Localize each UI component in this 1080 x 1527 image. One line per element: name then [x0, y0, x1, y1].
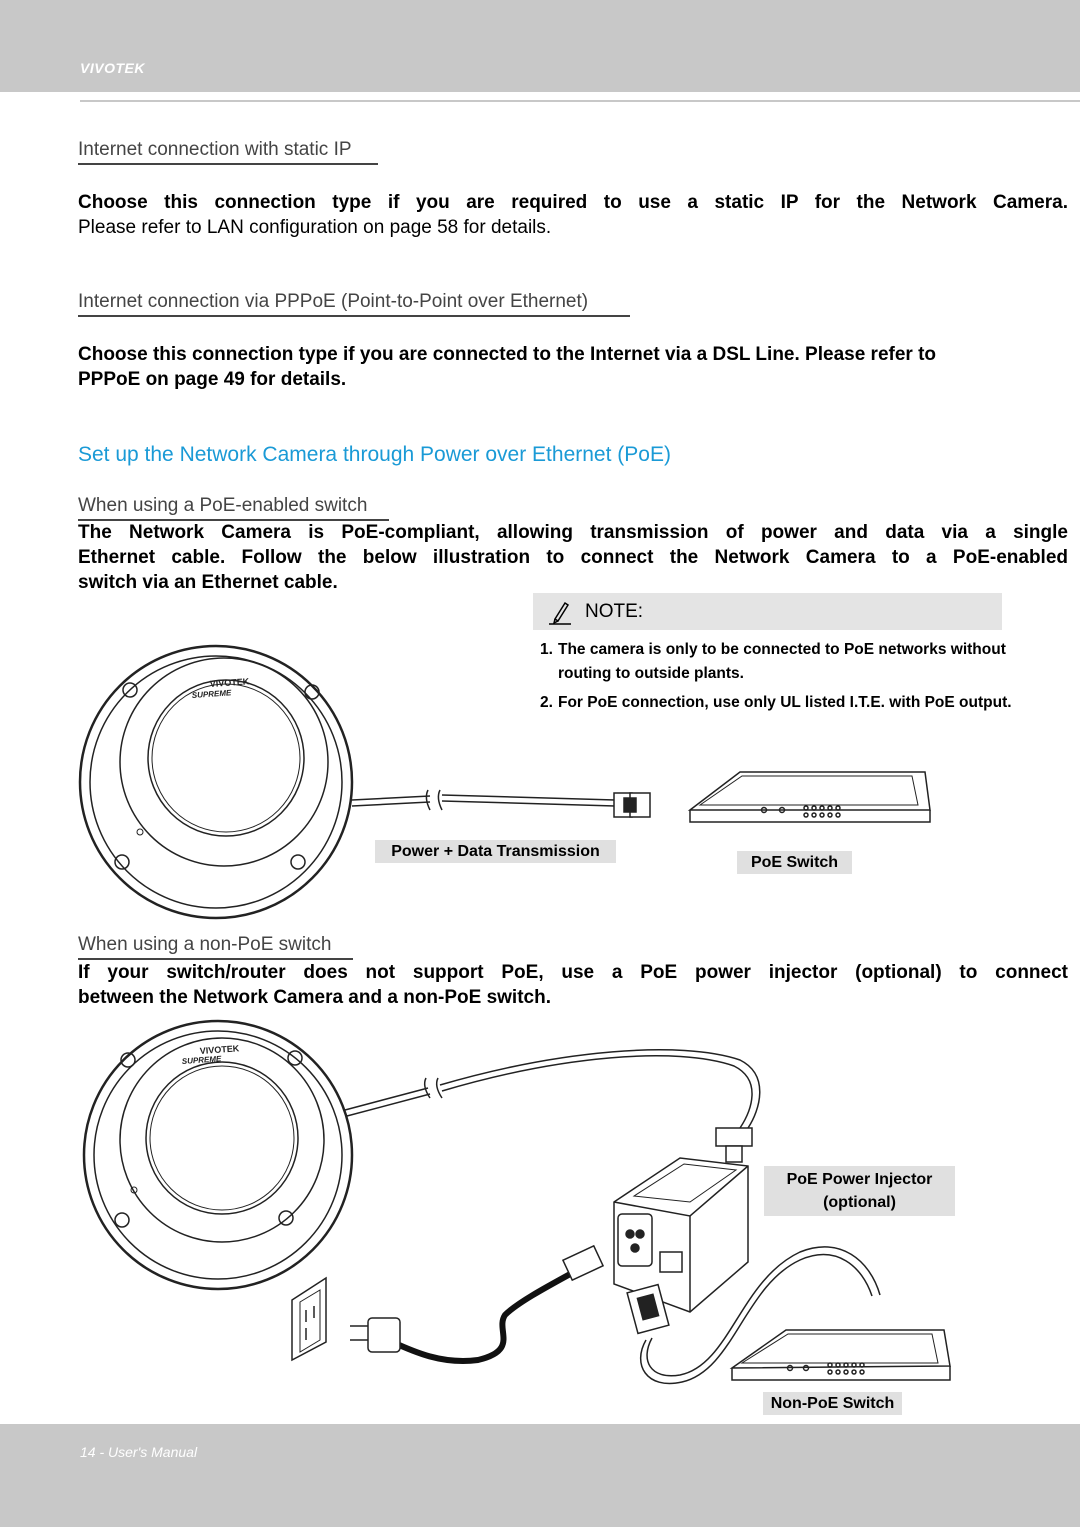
non-poe-switch-device	[729, 1329, 951, 1381]
note-item: 2. For PoE connection, use only UL liste…	[540, 694, 1012, 711]
static-ip-body: Choose this connection type if you are r…	[78, 192, 1068, 238]
non-poe-heading: When using a non-PoE switch	[78, 934, 353, 960]
header-divider	[80, 100, 1080, 102]
rj45-connector	[626, 1283, 670, 1335]
poe-injector-device	[613, 1157, 749, 1313]
power-cord	[386, 1259, 594, 1364]
footer-bar: 14 - User's Manual	[0, 1424, 1080, 1527]
camera-logo-subtext: SUPREME	[182, 1054, 223, 1066]
non-poe-switch-caption: Non-PoE Switch	[763, 1392, 902, 1415]
poe-connection-illustration: VIVOTEK SUPREME	[78, 644, 931, 920]
pppoe-body: Choose this connection type if you are c…	[78, 344, 937, 390]
poe-switch-device	[687, 771, 931, 823]
page-number: 14 - User's Manual	[80, 1444, 198, 1460]
cable-caption: Power + Data Transmission	[375, 840, 616, 863]
poe-switch-body: The Network Camera is PoE-compliant, all…	[78, 522, 1068, 593]
rj45-connector	[613, 792, 651, 818]
static-ip-heading: Internet connection with static IP	[78, 139, 378, 165]
header-bar: VIVOTEK	[0, 0, 1080, 92]
camera-logo-text: VIVOTEK	[199, 1043, 240, 1056]
note-list: 1. The camera is only to be connected to…	[540, 638, 1040, 720]
non-poe-body: If your switch/router does not support P…	[78, 962, 1068, 1008]
non-poe-connection-illustration: VIVOTEK SUPREME	[82, 1019, 951, 1385]
poe-switch-heading: When using a PoE-enabled switch	[78, 495, 389, 521]
pencil-icon	[549, 601, 571, 625]
ethernet-cable	[344, 1049, 761, 1129]
wall-outlet-icon	[291, 1276, 327, 1362]
power-plug	[350, 1244, 605, 1353]
injector-caption: PoE Power Injector (optional)	[764, 1166, 955, 1216]
dome-camera	[78, 644, 354, 920]
rj45-connector	[715, 1127, 753, 1163]
pppoe-heading: Internet connection via PPPoE (Point-to-…	[78, 291, 630, 317]
dome-camera	[82, 1019, 354, 1291]
note-item: 1. The camera is only to be connected to…	[540, 641, 1006, 682]
brand-logo: VIVOTEK	[80, 60, 145, 76]
camera-logo-text: VIVOTEK	[209, 676, 250, 689]
note-label: NOTE:	[585, 601, 644, 622]
ethernet-cable	[351, 789, 616, 811]
camera-logo-subtext: SUPREME	[192, 688, 233, 700]
note-box: NOTE:	[533, 593, 1002, 630]
poe-section-title: Set up the Network Camera through Power …	[78, 443, 671, 466]
ethernet-cable	[640, 1246, 881, 1385]
poe-switch-caption: PoE Switch	[737, 851, 852, 874]
